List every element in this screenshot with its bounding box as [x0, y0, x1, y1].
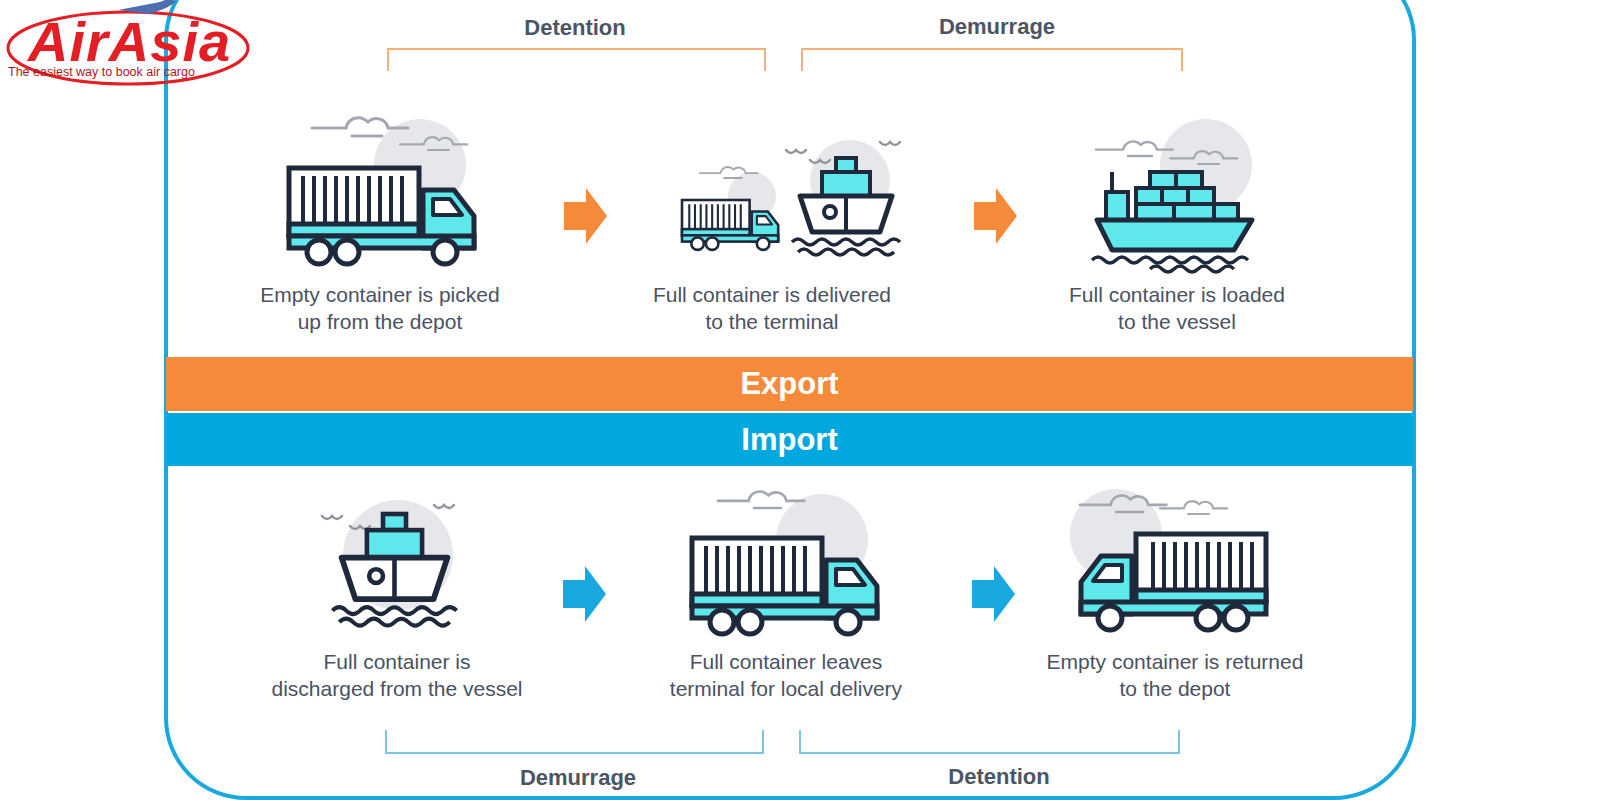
step-caption-group: Full container is loaded to the vessel — [1064, 281, 1290, 335]
cloud-icon — [718, 492, 804, 508]
step-caption-group: Full container is delivered to the termi… — [648, 281, 896, 335]
cargo-box — [1136, 204, 1174, 220]
phase-label: Demurrage — [520, 765, 636, 791]
process-step: Full container leaves terminal for local… — [606, 490, 972, 705]
ship-icon — [332, 514, 456, 626]
bird-icon — [434, 505, 454, 508]
wave-line — [1092, 257, 1248, 263]
cloud-icon — [312, 118, 408, 136]
process-step: Empty container is picked up from the de… — [200, 100, 564, 340]
backdrop-disc — [343, 500, 453, 610]
timing-bracket — [800, 730, 1179, 753]
ship-hull — [1097, 220, 1252, 250]
step-caption: Full container is discharged from the ve… — [270, 648, 524, 702]
truck-icon — [682, 200, 778, 250]
cloud-icon — [1170, 151, 1237, 164]
bird-icon — [786, 150, 806, 153]
step-caption: Full container is loaded to the vessel — [1064, 281, 1290, 335]
cloud-icon — [700, 167, 758, 178]
wave-line — [1150, 266, 1234, 272]
cloud-icon — [1080, 496, 1166, 512]
phase-band: Import — [166, 413, 1413, 466]
bird-icon — [880, 142, 900, 145]
cargo-box — [1176, 172, 1202, 188]
ship-bridge — [1106, 192, 1128, 220]
logo-swoosh — [8, 12, 248, 84]
step-caption-group: Full container leaves terminal for local… — [661, 648, 911, 702]
phase-label: Demurrage — [939, 14, 1055, 40]
ship-icon — [792, 158, 900, 255]
bird-icon — [350, 526, 370, 529]
phase-label: Detention — [524, 15, 625, 41]
truck-icon — [1081, 534, 1266, 630]
band-title: Export — [740, 366, 838, 402]
backdrop-disc — [728, 172, 776, 220]
timing-bracket — [388, 49, 765, 71]
logo-plane — [118, 0, 176, 14]
step-caption-group: Empty container is picked up from the de… — [255, 281, 505, 335]
outer-frame — [166, 0, 1414, 798]
step-caption: Full container leaves terminal for local… — [661, 648, 911, 702]
flow-arrow — [974, 188, 1017, 244]
flow-arrow — [972, 566, 1015, 622]
step-caption: Empty container is picked up from the de… — [255, 281, 505, 335]
logo-tagline: The easiest way to book air cargo — [8, 66, 195, 79]
backdrop-disc — [776, 494, 868, 586]
container-ship-icon — [1092, 172, 1252, 272]
step-caption-group: Full container is discharged from the ve… — [270, 648, 524, 702]
cloud-icon — [1160, 501, 1227, 514]
backdrop-disc — [810, 140, 890, 220]
ship-mast — [1110, 172, 1114, 214]
truck-icon — [289, 168, 474, 264]
timing-bracket — [386, 730, 763, 753]
cargo-box — [1136, 188, 1162, 204]
bird-icon — [322, 516, 342, 519]
flow-arrow — [564, 188, 607, 244]
step-caption: Full container is delivered to the termi… — [648, 281, 896, 335]
backdrop-disc — [1070, 489, 1162, 581]
bird-icon — [810, 160, 830, 163]
timing-bracket — [802, 49, 1182, 71]
cloud-icon — [400, 137, 467, 150]
process-step: Full container is delivered to the termi… — [607, 100, 974, 340]
phase-label: Detention — [948, 764, 1049, 790]
step-caption: Empty container is returned to the depot — [1041, 648, 1309, 702]
backdrop-disc — [374, 119, 466, 211]
cargo-box — [1214, 204, 1238, 220]
process-step: Full container is discharged from the ve… — [215, 490, 563, 705]
cargo-box — [1162, 188, 1188, 204]
truck-icon — [692, 538, 877, 634]
band-title: Import — [741, 422, 837, 458]
step-caption-group: Empty container is returned to the depot — [1041, 648, 1309, 702]
cargo-box — [1150, 172, 1176, 188]
backdrop-disc — [1160, 119, 1252, 211]
process-step: Full container is loaded to the vessel — [1017, 100, 1340, 340]
flow-arrow — [563, 566, 606, 622]
cloud-icon — [1096, 141, 1173, 156]
phase-band: Export — [166, 357, 1413, 411]
logo-wordmark: AirAsia — [28, 14, 231, 70]
cargo-box — [1174, 204, 1214, 220]
cargo-box — [1188, 188, 1214, 204]
process-step: Empty container is returned to the depot — [1015, 490, 1340, 705]
